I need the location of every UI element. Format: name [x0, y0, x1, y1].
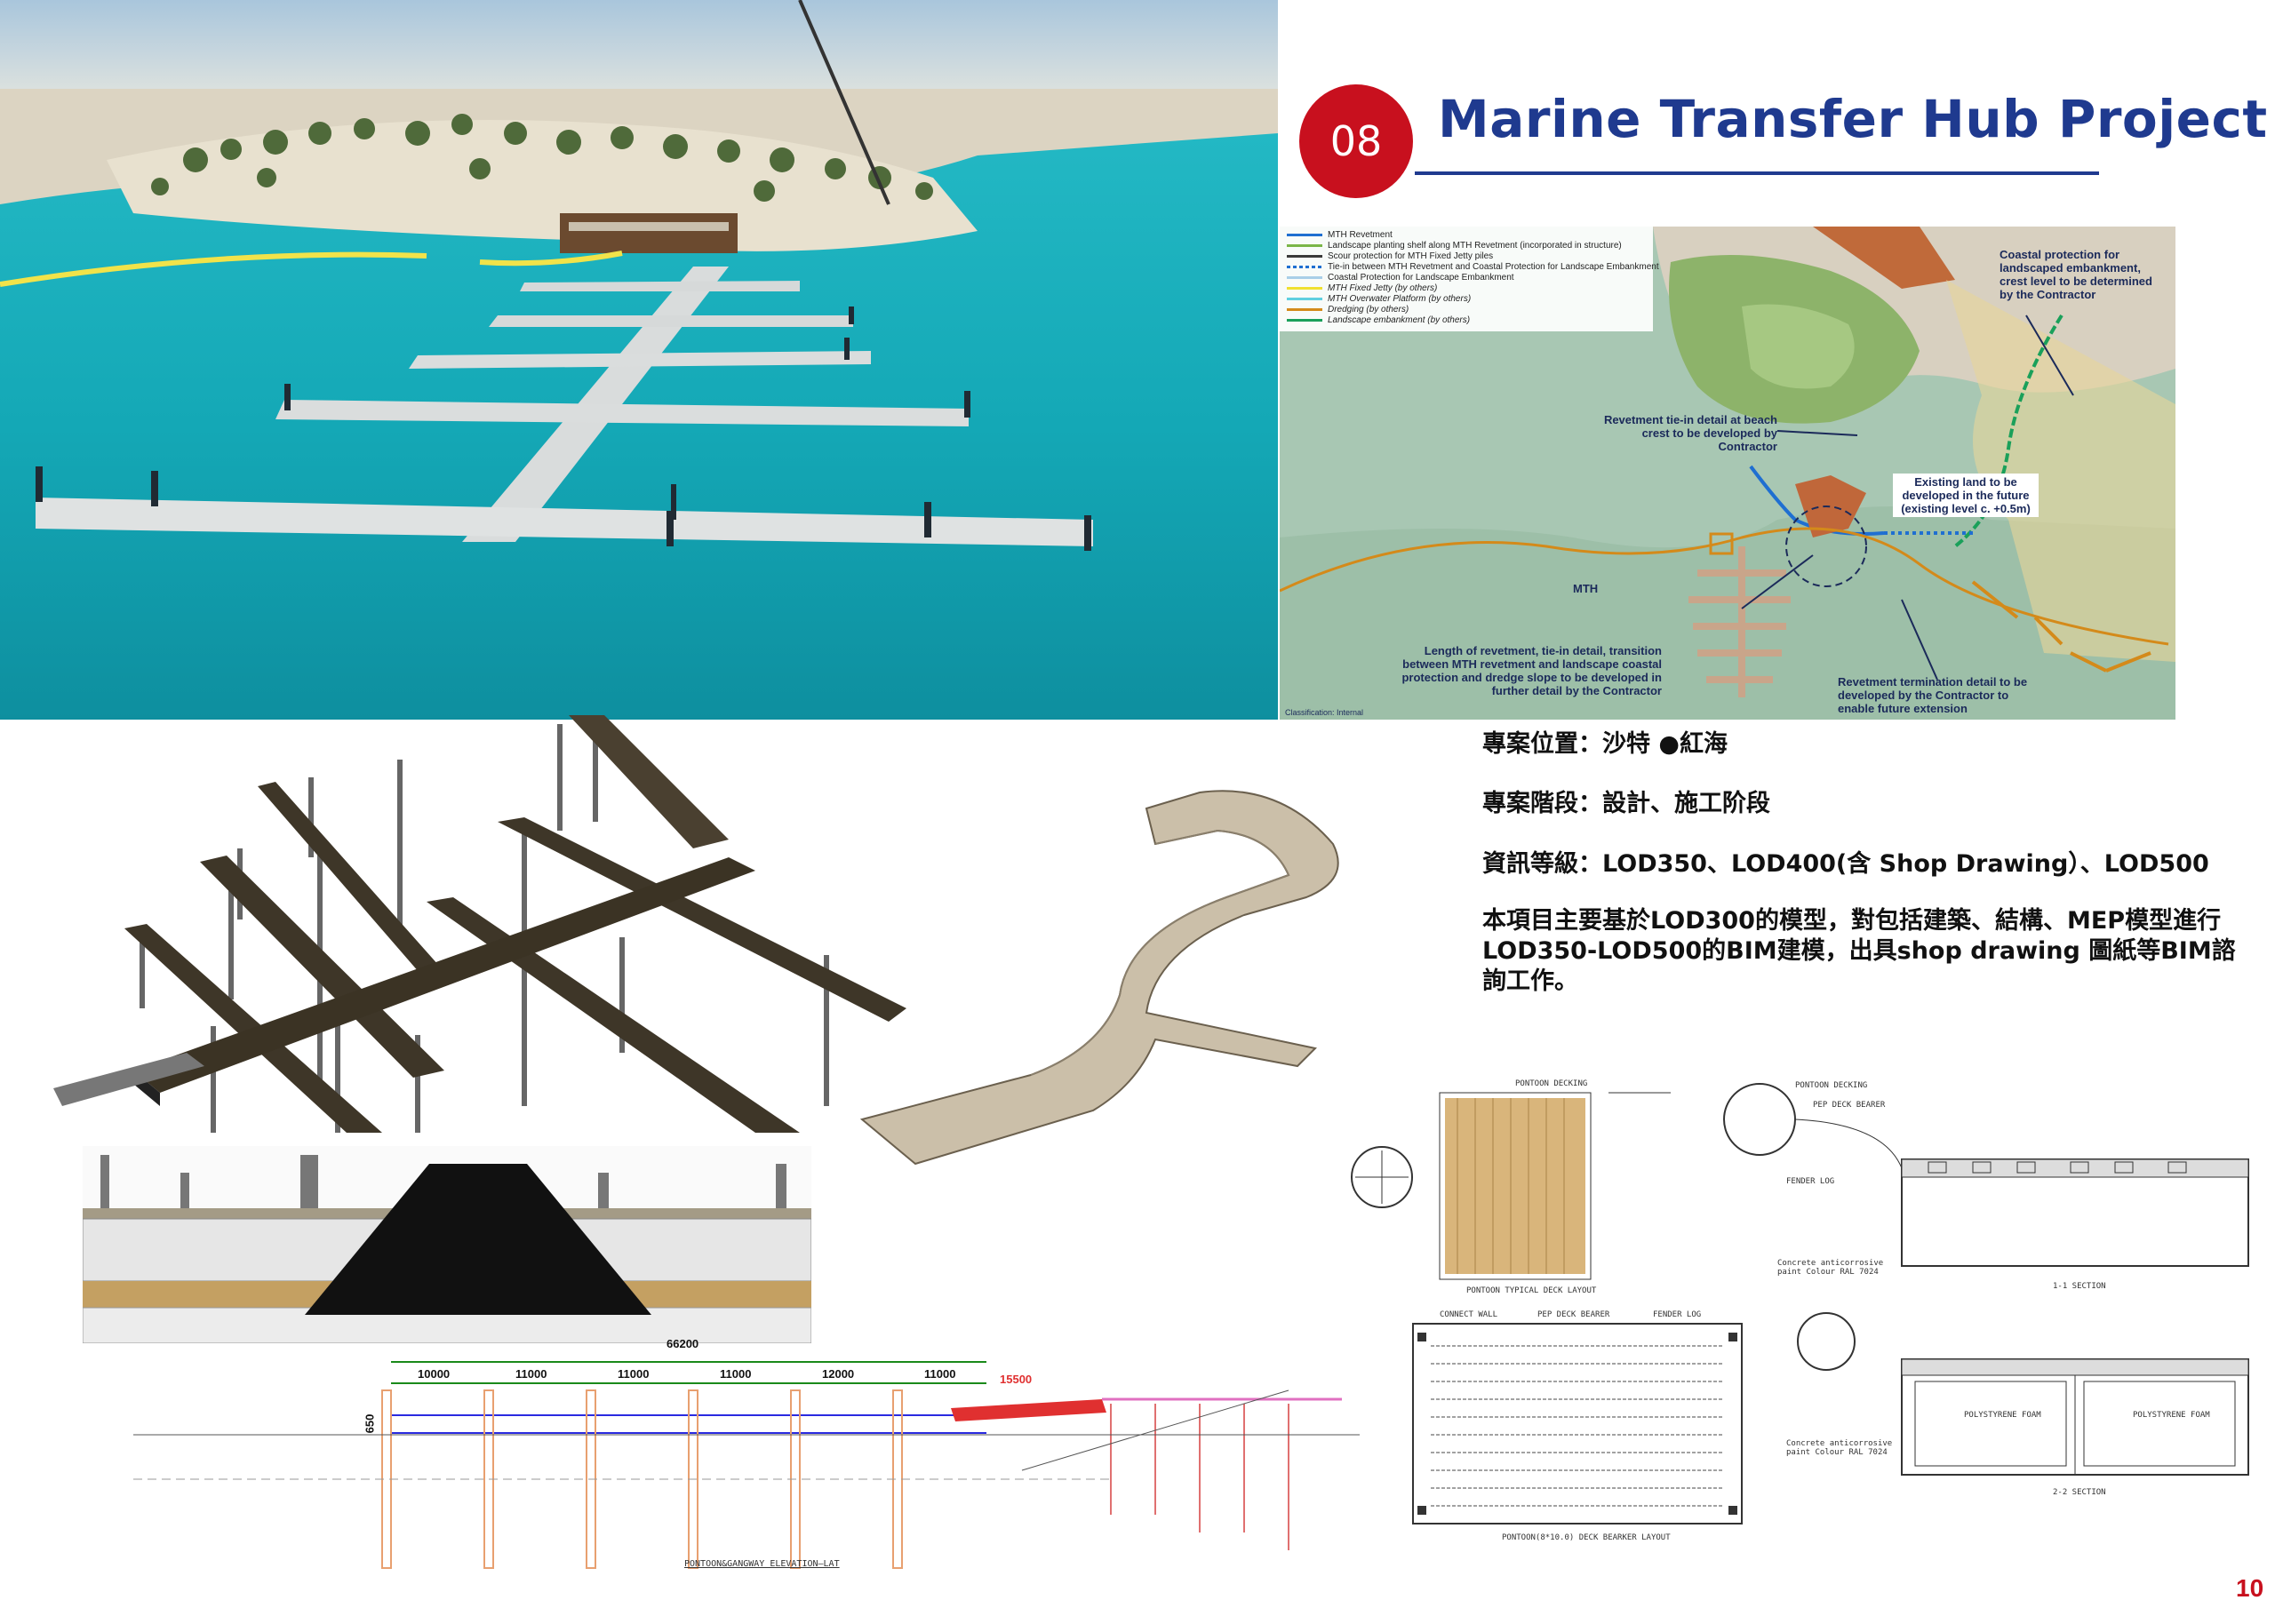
legend-label: Tie-in between MTH Revetment and Coastal… [1328, 262, 1659, 272]
legend-swatch [1287, 265, 1322, 268]
legend-swatch [1287, 318, 1322, 322]
title-underline [1415, 171, 2099, 175]
bearer-layout-svg [1412, 1323, 1743, 1524]
label-pontoon-decking: PONTOON DECKING [1795, 1081, 1868, 1090]
label-fender-log: FENDER LOG [1786, 1177, 1835, 1186]
legend-item: Scour protection for MTH Fixed Jetty pil… [1287, 251, 1493, 261]
legend-label: Coastal Protection for Landscape Embankm… [1328, 273, 1514, 283]
legend-item: Dredging (by others) [1287, 305, 1409, 314]
label-deck-bearer: PEP DECK BEARER [1813, 1101, 1886, 1110]
site-plan-drawing [1280, 227, 2175, 720]
legend-item: MTH Revetment [1287, 230, 1393, 240]
pontoon-3d-model [53, 715, 906, 1142]
legend-item: Tie-in between MTH Revetment and Coastal… [1287, 262, 1659, 272]
legend-label: MTH Overwater Platform (by others) [1328, 294, 1472, 304]
aerial-photo-illustration [0, 0, 1278, 720]
label-polystyrene-foam: POLYSTYRENE FOAM [2133, 1411, 2210, 1420]
information-level: 資訊等級：LOD350、LOD400(含 Shop Drawing）、LOD50… [1482, 850, 2209, 878]
page-number: 10 [2236, 1574, 2264, 1602]
legend-swatch [1287, 275, 1322, 279]
legend-label: Dredging (by others) [1328, 305, 1409, 314]
label-connect-wall: CONNECT WALL [1440, 1310, 1498, 1319]
aerial-marina-photo [0, 0, 1278, 720]
dimension-span: 11000 [924, 1367, 956, 1381]
dimension-span: 10000 [418, 1367, 451, 1381]
section-1-1-drawing: PONTOON DECKING PEP DECK BEARER FENDER L… [1715, 1071, 2266, 1302]
legend-item: MTH Fixed Jetty (by others) [1287, 283, 1437, 293]
dimension-left: 650 [363, 1413, 377, 1434]
section-number: 08 [1329, 117, 1383, 165]
project-stage: 專案階段：設計、施工阶段 [1482, 790, 1770, 817]
section-number-badge: 08 [1299, 84, 1413, 198]
legend-swatch [1287, 233, 1322, 236]
elevation-caption: PONTOON&GANGWAY ELEVATION—LAT [684, 1559, 840, 1569]
annotation-revetment-termination: Revetment termination detail to be devel… [1838, 675, 2028, 715]
dimension-span: 11000 [720, 1367, 752, 1381]
annotation-coastal-protection: Coastal protection for landscaped embank… [2000, 248, 2152, 301]
pontoon-gangway-elevation: 66200 10000 11000 11000 11000 12000 1100… [133, 1337, 1360, 1586]
dimension-span: 11000 [515, 1367, 547, 1381]
legend-swatch [1287, 307, 1322, 311]
annotation-mth: MTH [1573, 582, 1599, 595]
project-description: 本項目主要基於LOD300的模型，對包括建築、結構、MEP模型進行LOD350-… [1482, 907, 2236, 995]
legend-swatch [1287, 286, 1322, 290]
bearer-layout-drawing: CONNECT WALL PEP DECK BEARER FENDER LOG … [1404, 1306, 1760, 1546]
annotation-revetment-length: Length of revetment, tie-in detail, tran… [1401, 644, 1662, 697]
elevation-drawing [133, 1361, 1360, 1569]
section-2-2-svg [1797, 1312, 2249, 1476]
caption-bearer-layout: PONTOON(8*10.0) DECK BEARKER LAYOUT [1502, 1533, 1671, 1542]
site-plan-map: MTH Revetment Landscape planting shelf a… [1280, 227, 2175, 720]
caption-section-2-2: 2-2 SECTION [2053, 1488, 2106, 1497]
revetment-3d-drawing [859, 790, 1339, 1166]
legend-label: Landscape planting shelf along MTH Revet… [1328, 241, 1622, 251]
pontoon-section-drawing [82, 1146, 812, 1344]
legend-swatch [1287, 297, 1322, 300]
section-1-1-svg [1723, 1083, 2249, 1267]
pontoon-3d-drawing [53, 715, 906, 1133]
label-fender-log: FENDER LOG [1653, 1310, 1702, 1319]
label-deck-bearer: PEP DECK BEARER [1537, 1310, 1610, 1319]
page-title: Marine Transfer Hub Project [1438, 89, 2268, 149]
dimension-gangway: 15500 [1000, 1373, 1033, 1386]
caption-section-1-1: 1-1 SECTION [2053, 1282, 2106, 1291]
legend-label: Scour protection for MTH Fixed Jetty pil… [1328, 251, 1494, 261]
pontoon-section-render [82, 1146, 812, 1344]
legend-label: MTH Revetment [1328, 230, 1393, 240]
dimension-span: 12000 [822, 1367, 855, 1381]
dimension-span: 11000 [618, 1367, 650, 1381]
label-concrete-paint: Concrete anticorrosive paint Colour RAL … [1786, 1439, 1893, 1457]
legend-item: Coastal Protection for Landscape Embankm… [1287, 273, 1514, 283]
revetment-3d-model [853, 782, 1351, 1173]
project-location: 專案位置：沙特 ●紅海 [1482, 730, 1728, 758]
legend-item: Landscape planting shelf along MTH Revet… [1287, 241, 1622, 251]
annotation-revetment-tie-in: Revetment tie-in detail at beach crest t… [1603, 413, 1777, 453]
dimension-total: 66200 [667, 1337, 699, 1350]
legend-label: MTH Fixed Jetty (by others) [1328, 283, 1438, 293]
deck-layout-drawing: PONTOON DECKING PONTOON TYPICAL DECK LAY… [1342, 1075, 1680, 1297]
label-pontoon-decking: PONTOON DECKING [1515, 1079, 1588, 1088]
annotation-existing-land: Existing land to be developed in the fut… [1893, 474, 2039, 517]
classification-label: Classification: Internal [1285, 708, 1364, 717]
label-concrete-paint: Concrete anticorrosive paint Colour RAL … [1777, 1259, 1884, 1277]
section-2-2-drawing: POLYSTYRENE FOAM POLYSTYRENE FOAM Concre… [1786, 1306, 2266, 1510]
legend-label: Landscape embankment (by others) [1328, 315, 1471, 325]
label-polystyrene-foam: POLYSTYRENE FOAM [1964, 1411, 2041, 1420]
caption-deck-layout: PONTOON TYPICAL DECK LAYOUT [1466, 1286, 1597, 1295]
deck-layout-svg [1351, 1092, 1671, 1280]
legend-item: Landscape embankment (by others) [1287, 315, 1470, 325]
legend-swatch [1287, 243, 1322, 247]
legend-swatch [1287, 254, 1322, 258]
legend-item: MTH Overwater Platform (by others) [1287, 294, 1471, 304]
